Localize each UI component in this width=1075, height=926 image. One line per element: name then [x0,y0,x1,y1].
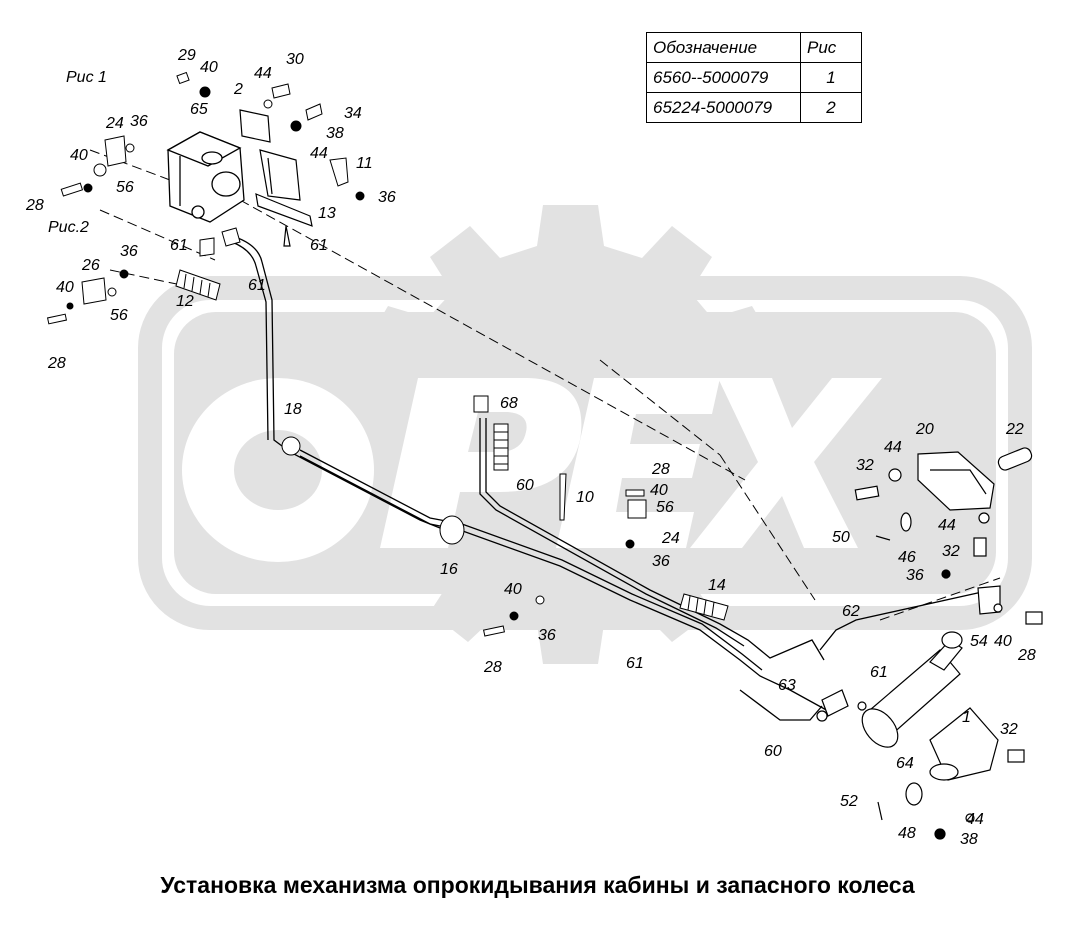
callout-number: 40 [650,482,668,499]
callout-number: 29 [177,47,196,64]
callout-number: 28 [651,461,670,478]
callout-number: 13 [318,205,336,222]
dashed-lines [89,149,1001,621]
callout-number: 28 [47,355,66,372]
designation-cell: 6560--5000079 [646,62,801,93]
small-fasteners-fig1 [60,71,365,257]
callout-number: 36 [652,553,670,570]
fig-label-1: Рис 1 [66,69,107,86]
callout-number: 14 [708,577,726,594]
callout-number: 40 [994,633,1012,650]
callout-number: 36 [130,113,148,130]
callout-number: 44 [966,811,984,828]
callout-number: 54 [970,633,988,650]
callout-number: 32 [942,543,960,560]
callout-number: 56 [110,307,128,324]
callout-number: 52 [840,793,858,810]
callout-number: 28 [1017,647,1036,664]
callout-number: 38 [326,125,344,142]
table-header-row: Обозначение Рис [646,32,862,63]
designation-table: Обозначение Рис 6560--5000079 1 65224-50… [646,32,862,123]
bracket-2 [239,109,313,247]
callout-number: 38 [960,831,978,848]
callout-number: 46 [898,549,916,566]
callout-number: 40 [70,147,88,164]
callout-number: 61 [310,237,328,254]
callout-number: 61 [170,237,188,254]
callout-number: 34 [344,105,362,122]
callout-number: 40 [56,279,74,296]
callout-number: 26 [81,257,100,274]
designation-cell: 65224-5000079 [646,92,801,123]
callout-number: 20 [915,421,934,438]
callout-number: 36 [378,189,396,206]
callout-number: 40 [200,59,218,76]
callout-number: 44 [254,65,272,82]
callout-number: 60 [764,743,782,760]
callout-number: 68 [500,395,518,412]
callout-number: 10 [576,489,594,506]
right-parts [816,447,1043,840]
callout-number: 56 [116,179,134,196]
callout-number: 56 [656,499,674,516]
callout-number: 60 [516,477,534,494]
callout-number: 64 [896,755,914,772]
callout-number: 63 [778,677,796,694]
callout-number: 11 [356,155,373,172]
watermark-letters [182,378,882,562]
callout-number: 62 [842,603,860,620]
middle-parts [281,395,729,637]
callout-number: 12 [176,293,194,310]
callout-number: 1 [962,709,971,726]
header-fig: Рис [800,32,862,63]
callout-number: 36 [538,627,556,644]
callout-number: 36 [120,243,138,260]
diagram-caption: Установка механизма опрокидывания кабины… [160,872,915,898]
callout-number: 65 [190,101,208,118]
callout-number: 24 [661,530,680,547]
callout-number: 24 [105,115,124,132]
callout-number: 22 [1005,421,1024,438]
callout-number: 44 [310,145,328,162]
callout-number: 61 [870,664,888,681]
figure-labels: Рис 1 Рис.2 [48,69,107,236]
fig-label-2: Рис.2 [48,219,89,236]
callout-number: 36 [906,567,924,584]
fig2-parts [46,269,221,325]
callout-number: 44 [884,439,902,456]
callout-number: 32 [1000,721,1018,738]
callout-number: 2 [233,81,243,98]
callout-number: 28 [25,197,44,214]
callout-number: 18 [284,401,302,418]
callout-number: 48 [898,825,916,842]
callout-number: 50 [832,529,850,546]
callout-number: 28 [483,659,502,676]
header-designation: Обозначение [646,32,801,63]
callout-number: 61 [248,277,266,294]
callout-number: 30 [286,51,304,68]
table-row: 65224-5000079 2 [646,92,862,123]
table-row: 6560--5000079 1 [646,62,862,93]
callout-number: 61 [626,655,644,672]
fig-cell: 1 [800,62,862,93]
callout-number: 40 [504,581,522,598]
fig-cell: 2 [800,92,862,123]
callout-number: 44 [938,517,956,534]
reservoir-65 [166,131,245,223]
callout-number: 16 [440,561,458,578]
callout-number: 32 [856,457,874,474]
